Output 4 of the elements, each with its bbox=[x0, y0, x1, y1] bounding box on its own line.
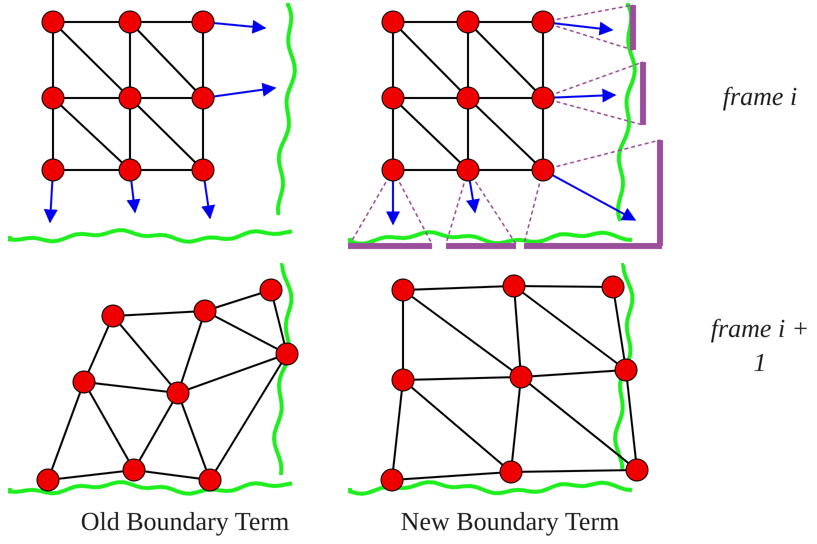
panel-caption: Old Boundary Term bbox=[80, 506, 290, 538]
panel-caption: New Boundary Term bbox=[400, 506, 620, 538]
frame-label: frame i bbox=[722, 81, 798, 113]
frame-label: frame i + 1 bbox=[710, 313, 810, 379]
